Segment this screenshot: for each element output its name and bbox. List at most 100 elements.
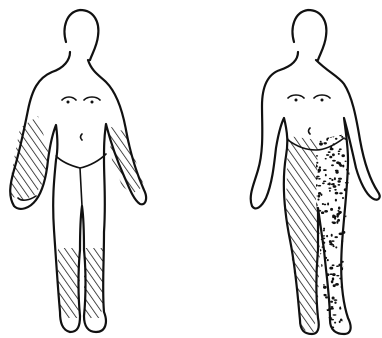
stipple-dot: [349, 214, 353, 216]
stipple-dot: [334, 189, 337, 191]
stipple-dot: [347, 215, 350, 218]
left-figure-hips: [56, 154, 106, 206]
stipple-dot: [319, 287, 322, 290]
stipple-dot: [326, 235, 328, 237]
stipple-dot: [320, 320, 323, 323]
stipple-dot: [323, 319, 326, 322]
stipple-dot: [322, 182, 325, 184]
stipple-dot: [325, 314, 328, 316]
stipple-dot: [323, 284, 325, 285]
stipple-dot: [323, 180, 326, 182]
stipple-dot: [348, 226, 351, 228]
stipple-dot: [349, 247, 351, 249]
stipple-dot: [349, 256, 353, 259]
stipple-dot: [323, 286, 327, 289]
stipple-dot: [324, 324, 326, 326]
stipple-dot: [351, 255, 354, 257]
stipple-dot: [331, 280, 334, 283]
stipple-dot: [333, 245, 335, 247]
stipple-dot: [352, 218, 356, 220]
left-figure: [0, 10, 150, 332]
stipple-dot: [319, 330, 322, 332]
stipple-dot: [352, 312, 354, 314]
stipple-dot: [331, 240, 334, 242]
stipple-dot: [334, 322, 336, 324]
stipple-dot: [335, 138, 338, 140]
stipple-dot: [332, 160, 336, 162]
stipple-dot: [332, 153, 335, 156]
stipple-dot: [331, 164, 334, 166]
stipple-dot: [325, 174, 327, 177]
stipple-dot: [339, 134, 342, 136]
stipple-dot: [349, 305, 352, 308]
stipple-dot: [351, 293, 355, 295]
stipple-dot: [346, 283, 349, 286]
stipple-dot: [322, 203, 324, 205]
stipple-dot: [338, 184, 341, 186]
stipple-dot: [352, 134, 354, 137]
stipple-dot: [331, 306, 334, 308]
stipple-dot: [327, 259, 329, 261]
stipple-dot: [324, 325, 327, 327]
left-figure-chest: [62, 97, 100, 100]
right-figure: [251, 10, 380, 338]
stipple-dot: [320, 264, 322, 267]
stipple-dot: [337, 180, 341, 183]
stipple-dot: [342, 319, 344, 322]
stipple-dot: [338, 153, 340, 155]
stipple-dot: [332, 296, 335, 299]
stipple-dot: [334, 299, 338, 301]
stipple-dot: [351, 236, 353, 238]
stipple-dot: [349, 284, 351, 286]
stipple-dot: [331, 183, 335, 185]
stipple-dot: [317, 199, 319, 201]
stipple-dot: [345, 256, 348, 258]
stipple-dot: [327, 183, 329, 185]
stipple-dot: [350, 193, 354, 196]
stipple-dot: [346, 324, 349, 326]
stipple-dot: [324, 210, 328, 213]
stipple-dot: [328, 188, 331, 189]
stipple-dot: [352, 190, 354, 192]
stipple-dot: [343, 280, 346, 282]
stipple-dot: [329, 190, 331, 192]
stipple-dot: [316, 176, 320, 178]
stipple-dot: [339, 148, 342, 150]
stipple-dot: [343, 266, 346, 268]
stipple-dot: [323, 142, 326, 144]
stipple-dot: [334, 236, 337, 238]
stipple-dot: [348, 172, 352, 175]
stipple-dot: [318, 169, 322, 172]
stipple-dot: [316, 155, 318, 157]
stipple-dot: [336, 265, 339, 267]
stipple-dot: [319, 166, 321, 168]
stipple-dot: [347, 234, 351, 236]
stipple-dot: [331, 234, 333, 237]
stipple-dot: [320, 325, 322, 328]
stipple-dot: [329, 156, 332, 159]
stipple-dot: [332, 277, 334, 280]
stipple-dot: [323, 230, 325, 232]
stipple-dot: [339, 308, 341, 310]
stipple-dot: [329, 267, 333, 270]
stipple-dot: [351, 284, 353, 286]
stipple-dot: [319, 142, 323, 145]
stipple-dot: [346, 253, 348, 256]
stipple-dot: [318, 135, 321, 138]
stipple-dot: [318, 178, 321, 180]
stipple-dot: [319, 292, 322, 294]
stipple-dot: [348, 254, 350, 257]
stipple-dot: [323, 228, 325, 230]
stipple-dot: [328, 151, 331, 153]
stipple-dot: [316, 162, 318, 164]
stipple-dot: [318, 185, 321, 187]
stipple-dot: [348, 297, 351, 300]
stipple-dot: [337, 210, 339, 212]
stipple-dot: [341, 136, 343, 138]
stipple-dot: [316, 165, 318, 167]
stipple-dot: [335, 192, 339, 195]
stipple-dot: [323, 169, 327, 171]
stipple-dot: [325, 158, 327, 160]
stipple-dot: [335, 283, 339, 286]
